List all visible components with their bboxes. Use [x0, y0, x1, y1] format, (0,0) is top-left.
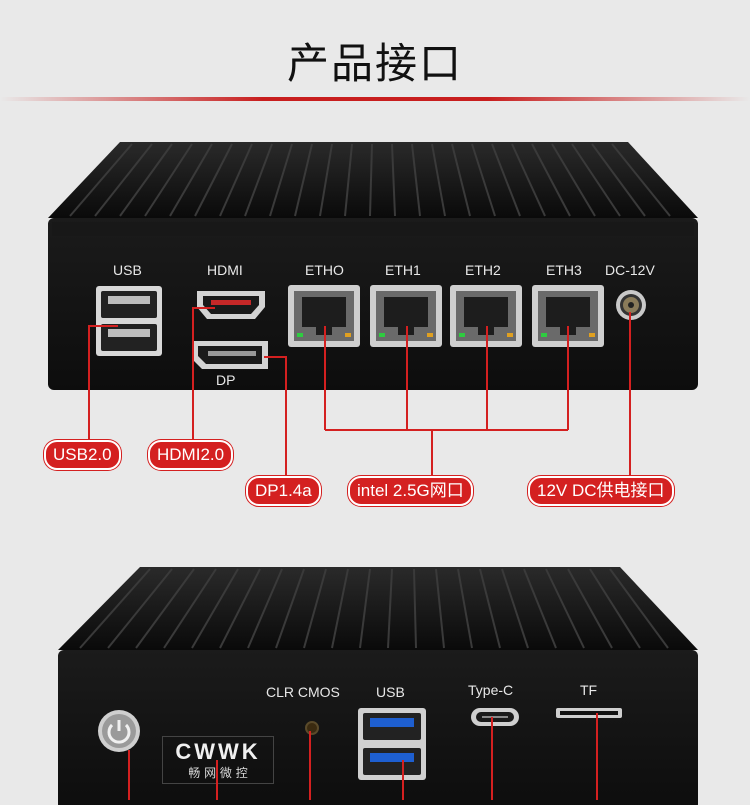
dp-port [192, 341, 268, 369]
power-button [98, 710, 140, 752]
label-hdmi: HDMI [207, 262, 243, 278]
callout-hdmi: HDMI2.0 [148, 440, 234, 470]
label-eth0: ETHO [305, 262, 344, 278]
label-usb-front: USB [376, 684, 405, 700]
tf-slot [556, 708, 622, 718]
brand-logo-chinese: 畅 网 微 控 [188, 766, 248, 780]
label-typec: Type-C [468, 682, 514, 698]
label-eth3: ETH3 [546, 262, 582, 278]
label-clr-cmos: CLR CMOS [266, 684, 340, 700]
title-underline [0, 97, 750, 101]
label-usb: USB [113, 262, 142, 278]
eth0-port [288, 285, 360, 347]
label-tf: TF [580, 682, 598, 698]
eth2-port [450, 285, 522, 347]
hdmi-port [197, 291, 265, 319]
clr-cmos-hole [305, 721, 319, 735]
callout-dp: DP1.4a [246, 476, 321, 506]
usb3-ports [358, 708, 426, 780]
callout-lan: intel 2.5G网口 [348, 476, 473, 506]
label-dc: DC-12V [605, 262, 655, 278]
label-eth2: ETH2 [465, 262, 501, 278]
usb-ports [96, 286, 162, 356]
brand-logo-text: CWWK [175, 739, 261, 764]
page-title: 产品接口 [286, 39, 463, 88]
eth1-port [370, 285, 442, 347]
brand-logo: CWWK 畅 网 微 控 [162, 736, 274, 784]
eth3-port [532, 285, 604, 347]
dc-power-jack [616, 290, 646, 320]
label-dp: DP [216, 372, 236, 388]
typec-port [471, 708, 519, 726]
callout-power: 12V DC供电接口 [528, 476, 674, 506]
tf-slot-opening [560, 711, 618, 715]
callout-usb: USB2.0 [44, 440, 121, 470]
label-eth1: ETH1 [385, 262, 421, 278]
